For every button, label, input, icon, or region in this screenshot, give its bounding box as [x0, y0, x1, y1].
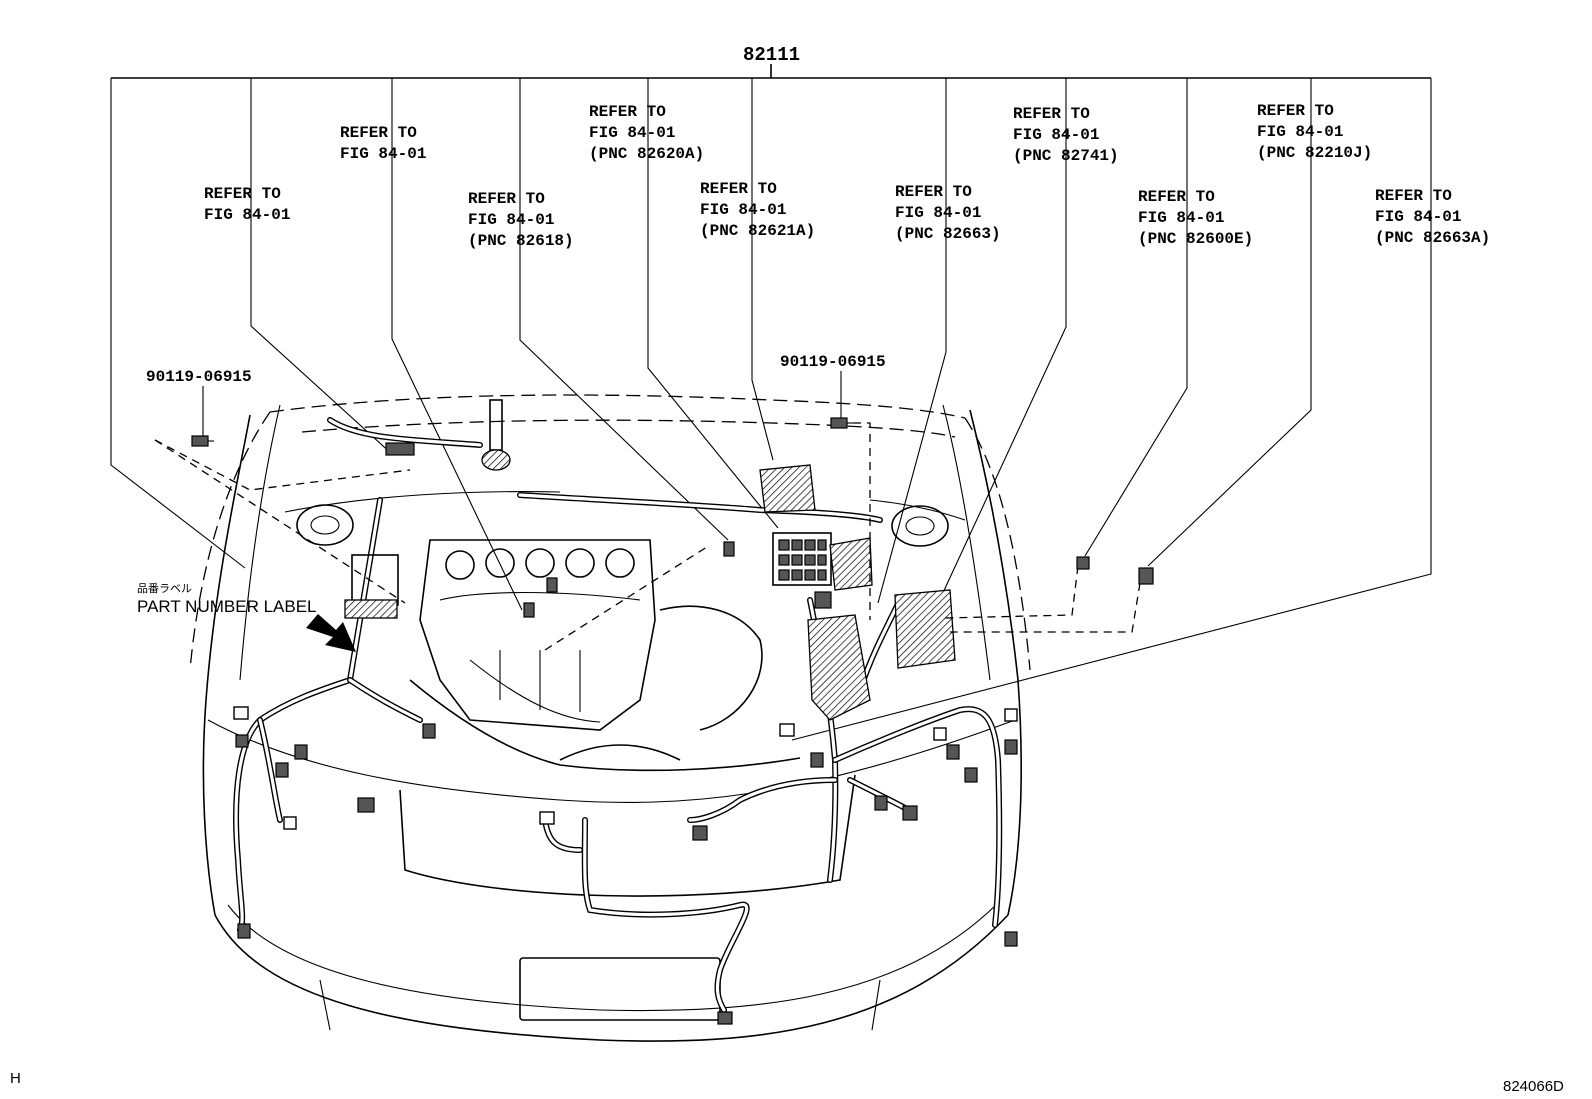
wire-harness [233, 417, 1003, 1013]
callout-2: REFER TO FIG 84-01 [340, 124, 426, 163]
bolt-left-label: 90119-06915 [146, 368, 252, 386]
svg-text:REFER TO: REFER TO [340, 124, 417, 142]
callout-7: REFER TO FIG 84-01 (PNC 82741) [1013, 105, 1119, 165]
car-body [189, 394, 1031, 1042]
svg-text:REFER TO: REFER TO [895, 183, 972, 201]
main-part-number: 82111 [743, 44, 800, 66]
svg-text:REFER TO: REFER TO [1138, 188, 1215, 206]
bracket-lines [110, 64, 1432, 741]
svg-text:(PNC 82600E): (PNC 82600E) [1138, 230, 1253, 248]
bolt-right-icon [830, 417, 853, 429]
callout-10: REFER TO FIG 84-01 (PNC 82663A) [1375, 187, 1490, 247]
fuse-box [772, 532, 832, 586]
svg-text:FIG 84-01: FIG 84-01 [1375, 208, 1461, 226]
svg-text:REFER TO: REFER TO [589, 103, 666, 121]
callout-1: REFER TO FIG 84-01 [204, 185, 290, 224]
svg-text:FIG 84-01: FIG 84-01 [468, 211, 554, 229]
svg-text:FIG 84-01: FIG 84-01 [340, 145, 426, 163]
strut-towers [296, 504, 949, 547]
dashed-indicators [154, 422, 1141, 651]
svg-text:(PNC 82621A): (PNC 82621A) [700, 222, 815, 240]
svg-text:REFER TO: REFER TO [468, 190, 545, 208]
svg-text:REFER TO: REFER TO [204, 185, 281, 203]
connectors [233, 442, 1154, 1025]
svg-text:FIG 84-01: FIG 84-01 [204, 206, 290, 224]
corner-code-right: 824066D [1503, 1078, 1564, 1095]
callout-8: REFER TO FIG 84-01 (PNC 82600E) [1138, 188, 1253, 248]
svg-text:(PNC 82618): (PNC 82618) [468, 232, 574, 250]
svg-text:(PNC 82663A): (PNC 82663A) [1375, 229, 1490, 247]
corner-code-left: H [10, 1070, 21, 1087]
svg-text:(PNC 82663): (PNC 82663) [895, 225, 1001, 243]
svg-text:FIG 84-01: FIG 84-01 [1257, 123, 1343, 141]
bolt-left-icon [191, 435, 214, 447]
svg-text:(PNC 82210J): (PNC 82210J) [1257, 144, 1372, 162]
battery-label-area [344, 554, 399, 619]
svg-text:REFER TO: REFER TO [700, 180, 777, 198]
svg-text:FIG 84-01: FIG 84-01 [1013, 126, 1099, 144]
label-pointer-arrow-icon [306, 614, 356, 652]
svg-text:(PNC 82620A): (PNC 82620A) [589, 145, 704, 163]
svg-text:FIG 84-01: FIG 84-01 [1138, 209, 1224, 227]
callout-5: REFER TO FIG 84-01 (PNC 82621A) [700, 180, 815, 240]
callout-4: REFER TO FIG 84-01 (PNC 82620A) [589, 103, 704, 163]
bolt-right-label: 90119-06915 [780, 353, 886, 371]
svg-text:FIG 84-01: FIG 84-01 [700, 201, 786, 219]
engine [419, 399, 763, 761]
part-number-label-en: PART NUMBER LABEL [137, 597, 317, 616]
svg-text:REFER TO: REFER TO [1013, 105, 1090, 123]
svg-text:REFER TO: REFER TO [1375, 187, 1452, 205]
callout-6: REFER TO FIG 84-01 (PNC 82663) [895, 183, 1001, 243]
callout-3: REFER TO FIG 84-01 (PNC 82618) [468, 190, 574, 250]
svg-text:FIG 84-01: FIG 84-01 [895, 204, 981, 222]
svg-text:REFER TO: REFER TO [1257, 102, 1334, 120]
relay-block [759, 464, 956, 721]
callout-9: REFER TO FIG 84-01 (PNC 82210J) [1257, 102, 1372, 162]
part-number-label-jp: 品番ラベル [137, 582, 192, 595]
svg-text:FIG 84-01: FIG 84-01 [589, 124, 675, 142]
